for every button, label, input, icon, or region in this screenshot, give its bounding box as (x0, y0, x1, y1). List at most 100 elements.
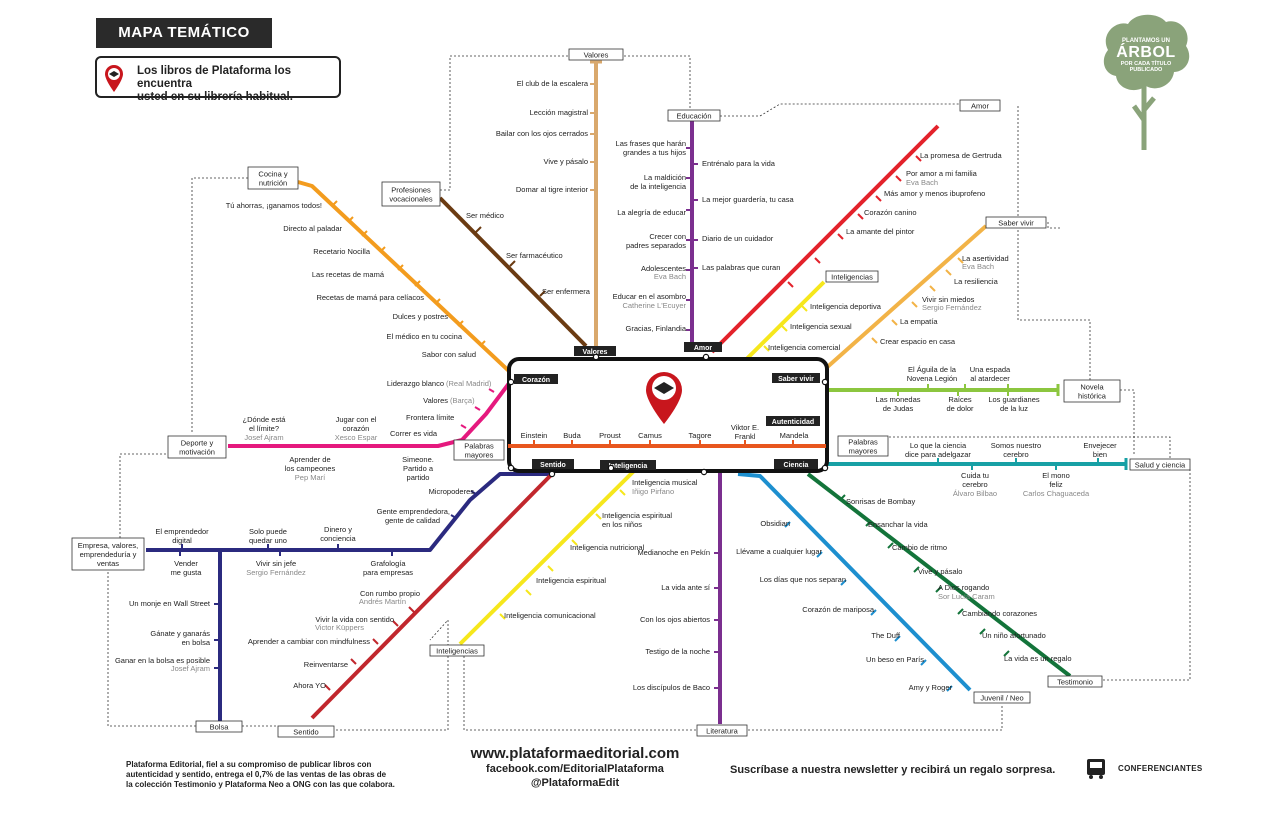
terminal-empresa[interactable] (71, 537, 145, 571)
terminal-saber-vivir[interactable] (985, 216, 1047, 229)
terminal-cocina-label: nutrición (259, 179, 287, 188)
interchange-stop (702, 353, 710, 361)
station-tick (871, 337, 878, 344)
station-label: Raíces (948, 395, 972, 404)
connector-novela-salud (1120, 389, 1135, 456)
terminal-profesiones-label: Profesiones (391, 186, 431, 195)
station-label: Recetas de mamá para celíacos (316, 293, 424, 302)
station-label: Corazón canino (864, 208, 917, 217)
twitter-link[interactable]: @PlataformaEdit (530, 777, 620, 789)
station-label: corazón (343, 424, 370, 433)
station-tick (894, 635, 901, 642)
station-tick (887, 542, 894, 549)
station-tick (857, 213, 864, 220)
station-label: los campeones (285, 464, 336, 473)
connector-valores-prof (432, 55, 596, 191)
station-tick (408, 606, 415, 613)
station-label: Los discípulos de Baco (633, 683, 710, 692)
tree-badge: PLANTAMOS UN ÁRBOL POR CADA TÍTULO PUBLI… (1100, 10, 1192, 160)
station-label: gente de calidad (385, 516, 440, 525)
terminal-salud[interactable] (1129, 458, 1191, 471)
terminal-bolsa[interactable] (195, 720, 243, 733)
station-tick (957, 257, 964, 264)
station-label: Sabor con salud (422, 350, 476, 359)
terminal-deporte[interactable] (167, 435, 227, 459)
conferenciantes-link[interactable]: CONFERENCIANTES (1118, 764, 1203, 773)
station-label: Inteligencia espiritual (536, 576, 606, 585)
station-tick (979, 628, 986, 635)
terminal-palabras-right[interactable] (837, 435, 889, 457)
hub-tag-inteligencia (600, 460, 656, 470)
terminal-cocina[interactable] (247, 166, 299, 190)
terminal-inteligencias-top[interactable] (825, 270, 879, 283)
station-label: Directo al paladar (283, 224, 342, 233)
station-label: La resiliencia (954, 277, 999, 286)
station-label: Cuida tu (961, 471, 989, 480)
station-label: La amante del pintor (846, 227, 915, 236)
station-tick (946, 685, 953, 692)
station-tick (929, 285, 936, 292)
connector-amor-novela (1017, 106, 1091, 380)
station-label: el límite? (249, 424, 279, 433)
station-label: Álvaro Bilbao (953, 489, 997, 498)
station-tick (816, 551, 823, 558)
terminal-profesiones[interactable] (381, 181, 441, 207)
connector-deporte-empresa (119, 453, 194, 538)
terminal-testimonio[interactable] (1047, 675, 1103, 688)
terminal-deporte-label: Deporte y (181, 439, 214, 448)
line-empresa (146, 472, 552, 552)
station-label: Domar al tigre interior (516, 185, 589, 194)
station-label: Andrés Martín (359, 597, 406, 606)
terminal-juvenil[interactable] (973, 691, 1031, 704)
station-label: Lo que la ciencia (910, 441, 967, 450)
website-link[interactable]: www.plataformaeditorial.com (470, 745, 680, 762)
terminal-sentido[interactable] (277, 725, 335, 738)
station-label: me gusta (171, 568, 203, 577)
terminal-novela[interactable] (1063, 379, 1121, 403)
hub-tag-saber-vivir (772, 373, 820, 383)
station-label: The Duff (871, 631, 901, 640)
facebook-link[interactable]: facebook.com/EditorialPlataforma (486, 763, 664, 775)
terminal-valores[interactable] (568, 48, 624, 61)
center-pin-icon (646, 372, 682, 424)
terminal-empresa-label: emprendeduría y (80, 550, 137, 559)
station-label: Un niño afortunado (982, 631, 1046, 640)
station-label: de la luz (1000, 404, 1028, 413)
station-label: Ser enfermera (542, 287, 591, 296)
terminal-inteligencias-bottom[interactable] (429, 644, 485, 657)
station-label: en bolsa (182, 638, 211, 647)
station-label: Una espada (970, 365, 1011, 374)
station-tick (911, 301, 918, 308)
station-label: Catherine L'Ecuyer (622, 301, 686, 310)
terminal-amor[interactable] (959, 99, 1001, 112)
station-tick (814, 257, 821, 264)
station-tick (913, 566, 920, 573)
station-tick (479, 340, 486, 347)
station-tick (488, 388, 495, 393)
station-label: bien (1093, 450, 1107, 459)
station-tick (457, 320, 464, 327)
terminal-literatura-label: Literatura (706, 727, 739, 736)
terminal-saber-vivir-label: Saber vivir (998, 219, 1034, 228)
station-label: Eva Bach (962, 262, 994, 271)
station-label: La asertividad (962, 254, 1009, 263)
badge-line-1: PLANTAMOS UN (1122, 38, 1170, 44)
station-label: cerebro (962, 480, 987, 489)
terminal-educacion[interactable] (667, 109, 721, 122)
note-line-2: usted en su librería habitual. (137, 91, 293, 103)
newsletter-text: Suscríbase a nuestra newsletter y recibi… (730, 764, 1056, 776)
terminal-juvenil-label: Juvenil / Neo (980, 694, 1023, 703)
station-label: Recetario Nocilla (313, 247, 371, 256)
terminal-palabras-right-label: Palabras (848, 438, 878, 447)
station-label: Las palabras que curan (702, 263, 780, 272)
interchange-stop (592, 353, 600, 361)
station-label: Con rumbo propio (360, 589, 420, 598)
terminal-literatura[interactable] (696, 724, 748, 737)
station-label: La mejor guardería, tu casa (702, 195, 795, 204)
station-label: Envejecer (1083, 441, 1117, 450)
terminal-palabras-left[interactable] (453, 439, 505, 461)
station-label: Buda (563, 431, 581, 440)
station-tick (350, 658, 357, 665)
line-testimonio (806, 472, 1072, 678)
station-tick (1003, 650, 1010, 657)
